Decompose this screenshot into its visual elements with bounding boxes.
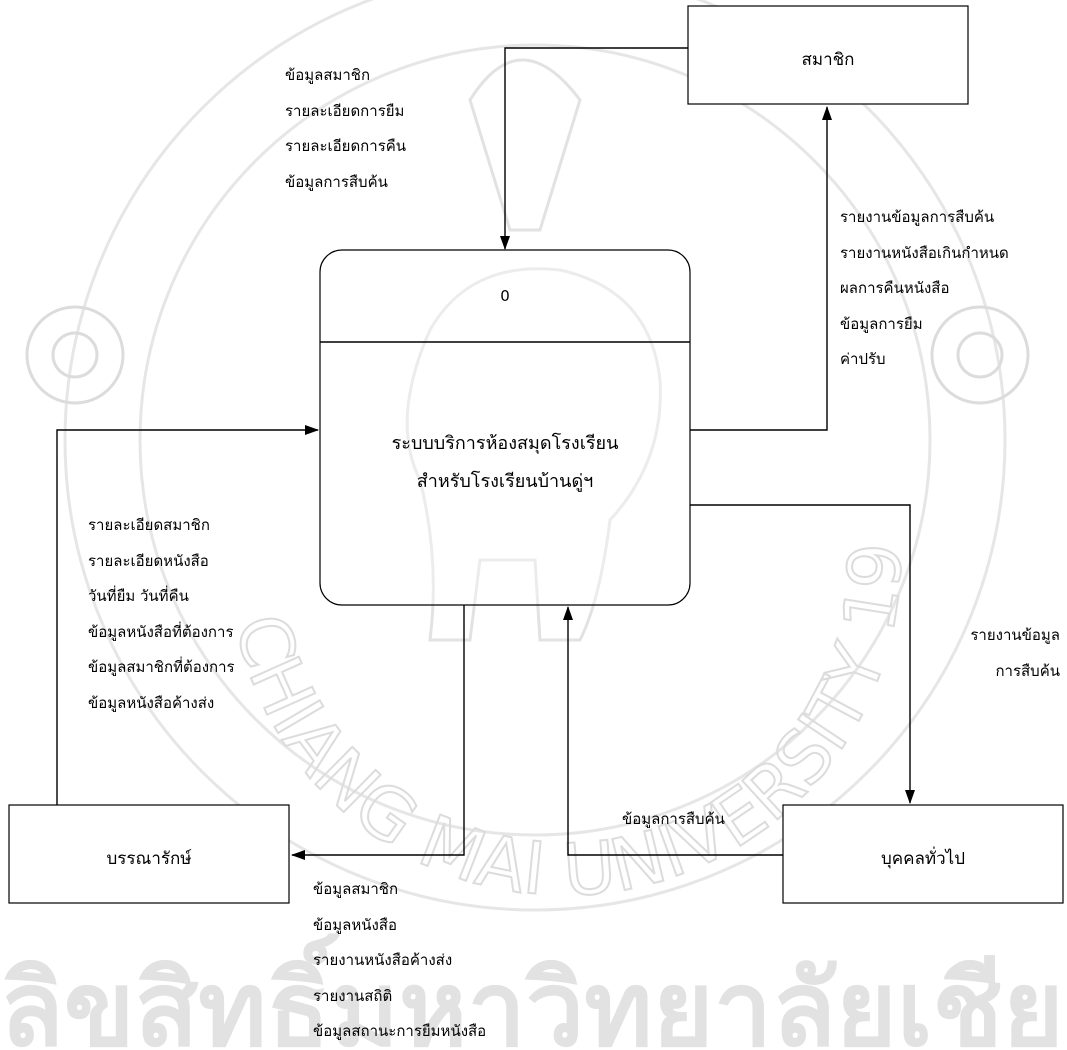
entity-box-public: [782, 804, 1064, 904]
entity-member-label: สมาชิก: [801, 50, 855, 70]
flow-system-to-public: [690, 504, 915, 804]
flow-label-line: ข้อมูลหนังสือที่ต้องการ: [88, 622, 234, 641]
flow-label-librarian-to-system: รายละเอียดสมาชิก รายละเอียดหนังสือ วันที…: [88, 508, 235, 721]
entity-box-librarian: [8, 804, 290, 904]
flow-label-line: รายงานหนังสือค้างส่ง: [313, 951, 453, 969]
flow-system-to-member: [690, 106, 832, 431]
flow-label-line: ข้อมูลการสืบค้น: [285, 172, 388, 191]
flow-label-line: ข้อมูลสมาชิกที่ต้องการ: [88, 658, 235, 676]
flow-label-line: ข้อมูลการยืม: [840, 314, 923, 333]
flow-label-member-to-system: ข้อมูลสมาชิก รายละเอียดการยืม รายละเอียด…: [285, 58, 406, 200]
flow-label-line: ข้อมูลหนังสือค้างส่ง: [88, 693, 215, 712]
flow-label-line: ข้อมูลสมาชิก: [285, 66, 371, 84]
flow-label-line: ค่าปรับ: [840, 350, 886, 368]
flow-label-system-to-member: รายงานข้อมูลการสืบค้น รายงานหนังสือเกินก…: [840, 200, 1009, 378]
flow-label-line: ข้อมูลสถานะการยืมหนังสือ: [313, 1022, 487, 1040]
flow-label-line: รายงานข้อมูล: [970, 626, 1060, 644]
flow-label-line: รายละเอียดสมาชิก: [88, 516, 210, 534]
process-number: 0: [500, 287, 510, 305]
flow-public-to-system: [563, 606, 783, 856]
flow-label-line: วันที่ยืม วันที่คืน: [88, 587, 189, 605]
flow-label-line: รายละเอียดการยืม: [285, 101, 405, 120]
flow-label-line: รายงานสถิติ: [313, 986, 393, 1005]
flow-label-line: รายงานหนังสือเกินกำหนด: [840, 243, 1009, 262]
entity-librarian-label: บรรณารักษ์: [106, 849, 192, 869]
process-name-line2: สำหรับโรงเรียนบ้านดู่ฯ: [416, 471, 594, 492]
flow-label-line: รายละเอียดหนังสือ: [88, 551, 209, 570]
flow-label-line: รายละเอียดการคืน: [285, 137, 407, 155]
flow-label-line: รายงานข้อมูลการสืบค้น: [840, 208, 995, 226]
flow-label-line: ข้อมูลหนังสือ: [313, 915, 397, 934]
flow-member-to-system: [500, 47, 688, 250]
flow-label-line: ผลการคืนหนังสือ: [840, 279, 950, 297]
flow-librarian-to-system: [56, 425, 319, 805]
flow-label-system-to-librarian: ข้อมูลสมาชิก ข้อมูลหนังสือ รายงานหนังสือ…: [313, 872, 486, 1050]
flow-label-line: การสืบค้น: [995, 661, 1060, 680]
flow-system-to-librarian: [291, 605, 465, 860]
flow-label-public-to-system: ข้อมูลการสืบค้น: [622, 810, 725, 828]
process-box: [319, 249, 691, 606]
entity-public-label: บุคคลทั่วไป: [880, 849, 966, 869]
flow-label-system-to-public: รายงานข้อมูล การสืบค้น: [945, 618, 1060, 689]
entity-box-member: [687, 5, 969, 105]
process-name-line1: ระบบบริการห้องสมุดโรงเรียน: [391, 433, 619, 454]
flow-label-line: ข้อมูลสมาชิก: [313, 880, 399, 898]
